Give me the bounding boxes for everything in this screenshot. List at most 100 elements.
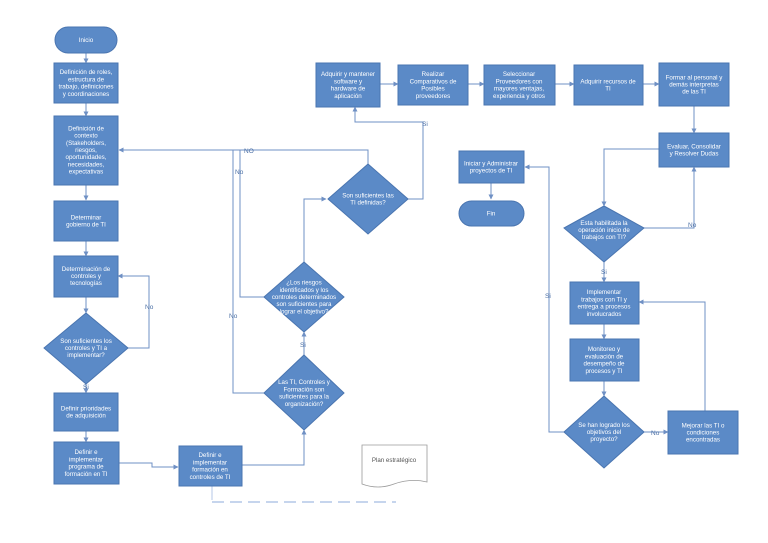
def-contexto-line: contexto: [74, 133, 98, 140]
implementar-line: Implementar: [587, 289, 621, 296]
mejorar-line: encontradas: [686, 437, 720, 444]
decision-riesgos: [263, 261, 345, 333]
seleccionar-line: mayores ventajas,: [494, 86, 544, 93]
label-no-controles: No: [145, 304, 154, 311]
process-comparativos: [397, 64, 469, 106]
formar-line: Formar al personal y: [666, 74, 724, 81]
process-controles: [53, 255, 119, 298]
implementar-line: involucrados: [587, 311, 622, 318]
evaluar-line: Evaluar, Consolidar: [667, 143, 721, 150]
decision-suficientes: [43, 312, 129, 385]
edge-mejorar-implementar: [638, 299, 706, 411]
d-organizacion-line: Las TI, Controles y: [278, 379, 331, 386]
d-suficientes-line: controles y TI a: [65, 345, 108, 352]
end-label: Fin: [487, 211, 496, 218]
monitoreo-line: Monitoreo y: [588, 346, 621, 353]
adquirir-recursos-line: TI: [605, 86, 611, 93]
controles-line: tecnologías: [70, 280, 102, 287]
d-habilitada-line: trabajos con TI?: [582, 234, 627, 241]
d-habilitada-line: operación inicio de: [578, 227, 630, 234]
plan-line: Plan estratégico: [372, 457, 417, 464]
d-objetivos-line: Se han logrado los: [578, 422, 630, 429]
d-organizacion-line: organización?: [285, 401, 324, 408]
monitoreo-line: evaluación de: [585, 353, 624, 360]
d-riesgos-line: son suficientes para: [276, 301, 332, 308]
formacion-controles-line: Definir e: [198, 452, 222, 459]
label-no-habilitada: No: [688, 222, 697, 229]
edge-labels: No Si No Si No NO Si No Si No Si: [83, 121, 697, 437]
decision-objetivos: [563, 395, 645, 469]
adquirir-mantener-line: hardware de: [331, 86, 366, 93]
edge-evaluar-habilitada: [601, 148, 659, 207]
process-mejorar: [667, 410, 739, 455]
edge-organizacion-no: [232, 150, 265, 394]
seleccionar-line: Proveedores con: [496, 78, 543, 85]
process-def-contexto: [53, 115, 119, 186]
comparativos-line: Posibles: [421, 86, 444, 93]
def-contexto-line: Definición de: [68, 125, 104, 132]
formacion-controles-line: formación en: [192, 467, 228, 474]
controles-line: Determinación de: [62, 266, 111, 273]
edge-decision-no-loop: [117, 273, 150, 349]
def-roles-line: y coordinaciones: [63, 91, 109, 98]
def-contexto-line: expectativas: [69, 169, 103, 176]
prioridades-line: Definir prioridades: [61, 405, 111, 412]
connectors: [83, 53, 706, 503]
process-monitoreo: [569, 338, 640, 382]
formacion-controles-line: implementar: [193, 459, 227, 466]
decision-habilitada: [563, 205, 645, 263]
def-contexto-line: riesgos,: [75, 147, 97, 154]
comparativos-line: Realizar: [422, 71, 445, 78]
edge-riesgos-no: [239, 150, 264, 298]
process-gobierno: [53, 200, 119, 242]
def-roles-line: Definición de roles,: [60, 69, 113, 76]
end-terminator: [458, 200, 525, 227]
adquirir-mantener-line: aplicación: [334, 93, 362, 100]
seleccionar-line: Seleccionar: [503, 71, 535, 78]
decision-ti-definidas: [327, 163, 409, 235]
process-adquirir-mantener: [315, 62, 381, 108]
label-si-tidefinidas: Si: [422, 121, 428, 128]
implementar-line: entrega a procesos: [578, 304, 631, 311]
d-ti-definidas-line: TI definidas?: [350, 200, 386, 207]
fin-line: Fin: [487, 211, 496, 218]
evaluar-line: y Resolver Dudas: [670, 151, 719, 158]
d-ti-definidas-line: Son suficientes las: [342, 192, 394, 199]
start-label: Inicio: [79, 37, 94, 44]
process-programa: [53, 441, 120, 485]
decision-organizacion: [263, 354, 345, 431]
label-no-tidefinidas: NO: [244, 148, 254, 155]
start-terminator: [54, 26, 118, 54]
programa-line: programa de: [68, 464, 104, 471]
formar-line: demás interpretas: [669, 82, 719, 89]
process-evaluar: [658, 132, 730, 168]
d-riesgos-line: lograr el objetivo?: [280, 308, 329, 315]
label-no-organizacion: No: [229, 313, 238, 320]
process-prioridades: [53, 392, 119, 432]
edge-tidefinidas-no: [118, 147, 369, 164]
formar-line: de las TI: [682, 89, 706, 96]
nodes: Inicio Fin Definición de roles,estructur…: [43, 26, 739, 488]
programa-line: formación en TI: [65, 471, 108, 478]
process-seleccionar: [483, 64, 556, 106]
def-contexto-line: oportunidades,: [66, 154, 107, 161]
edge-objetivos-si: [524, 164, 564, 433]
iniciar-admin-line: Iniciar y Administrar: [464, 160, 518, 167]
